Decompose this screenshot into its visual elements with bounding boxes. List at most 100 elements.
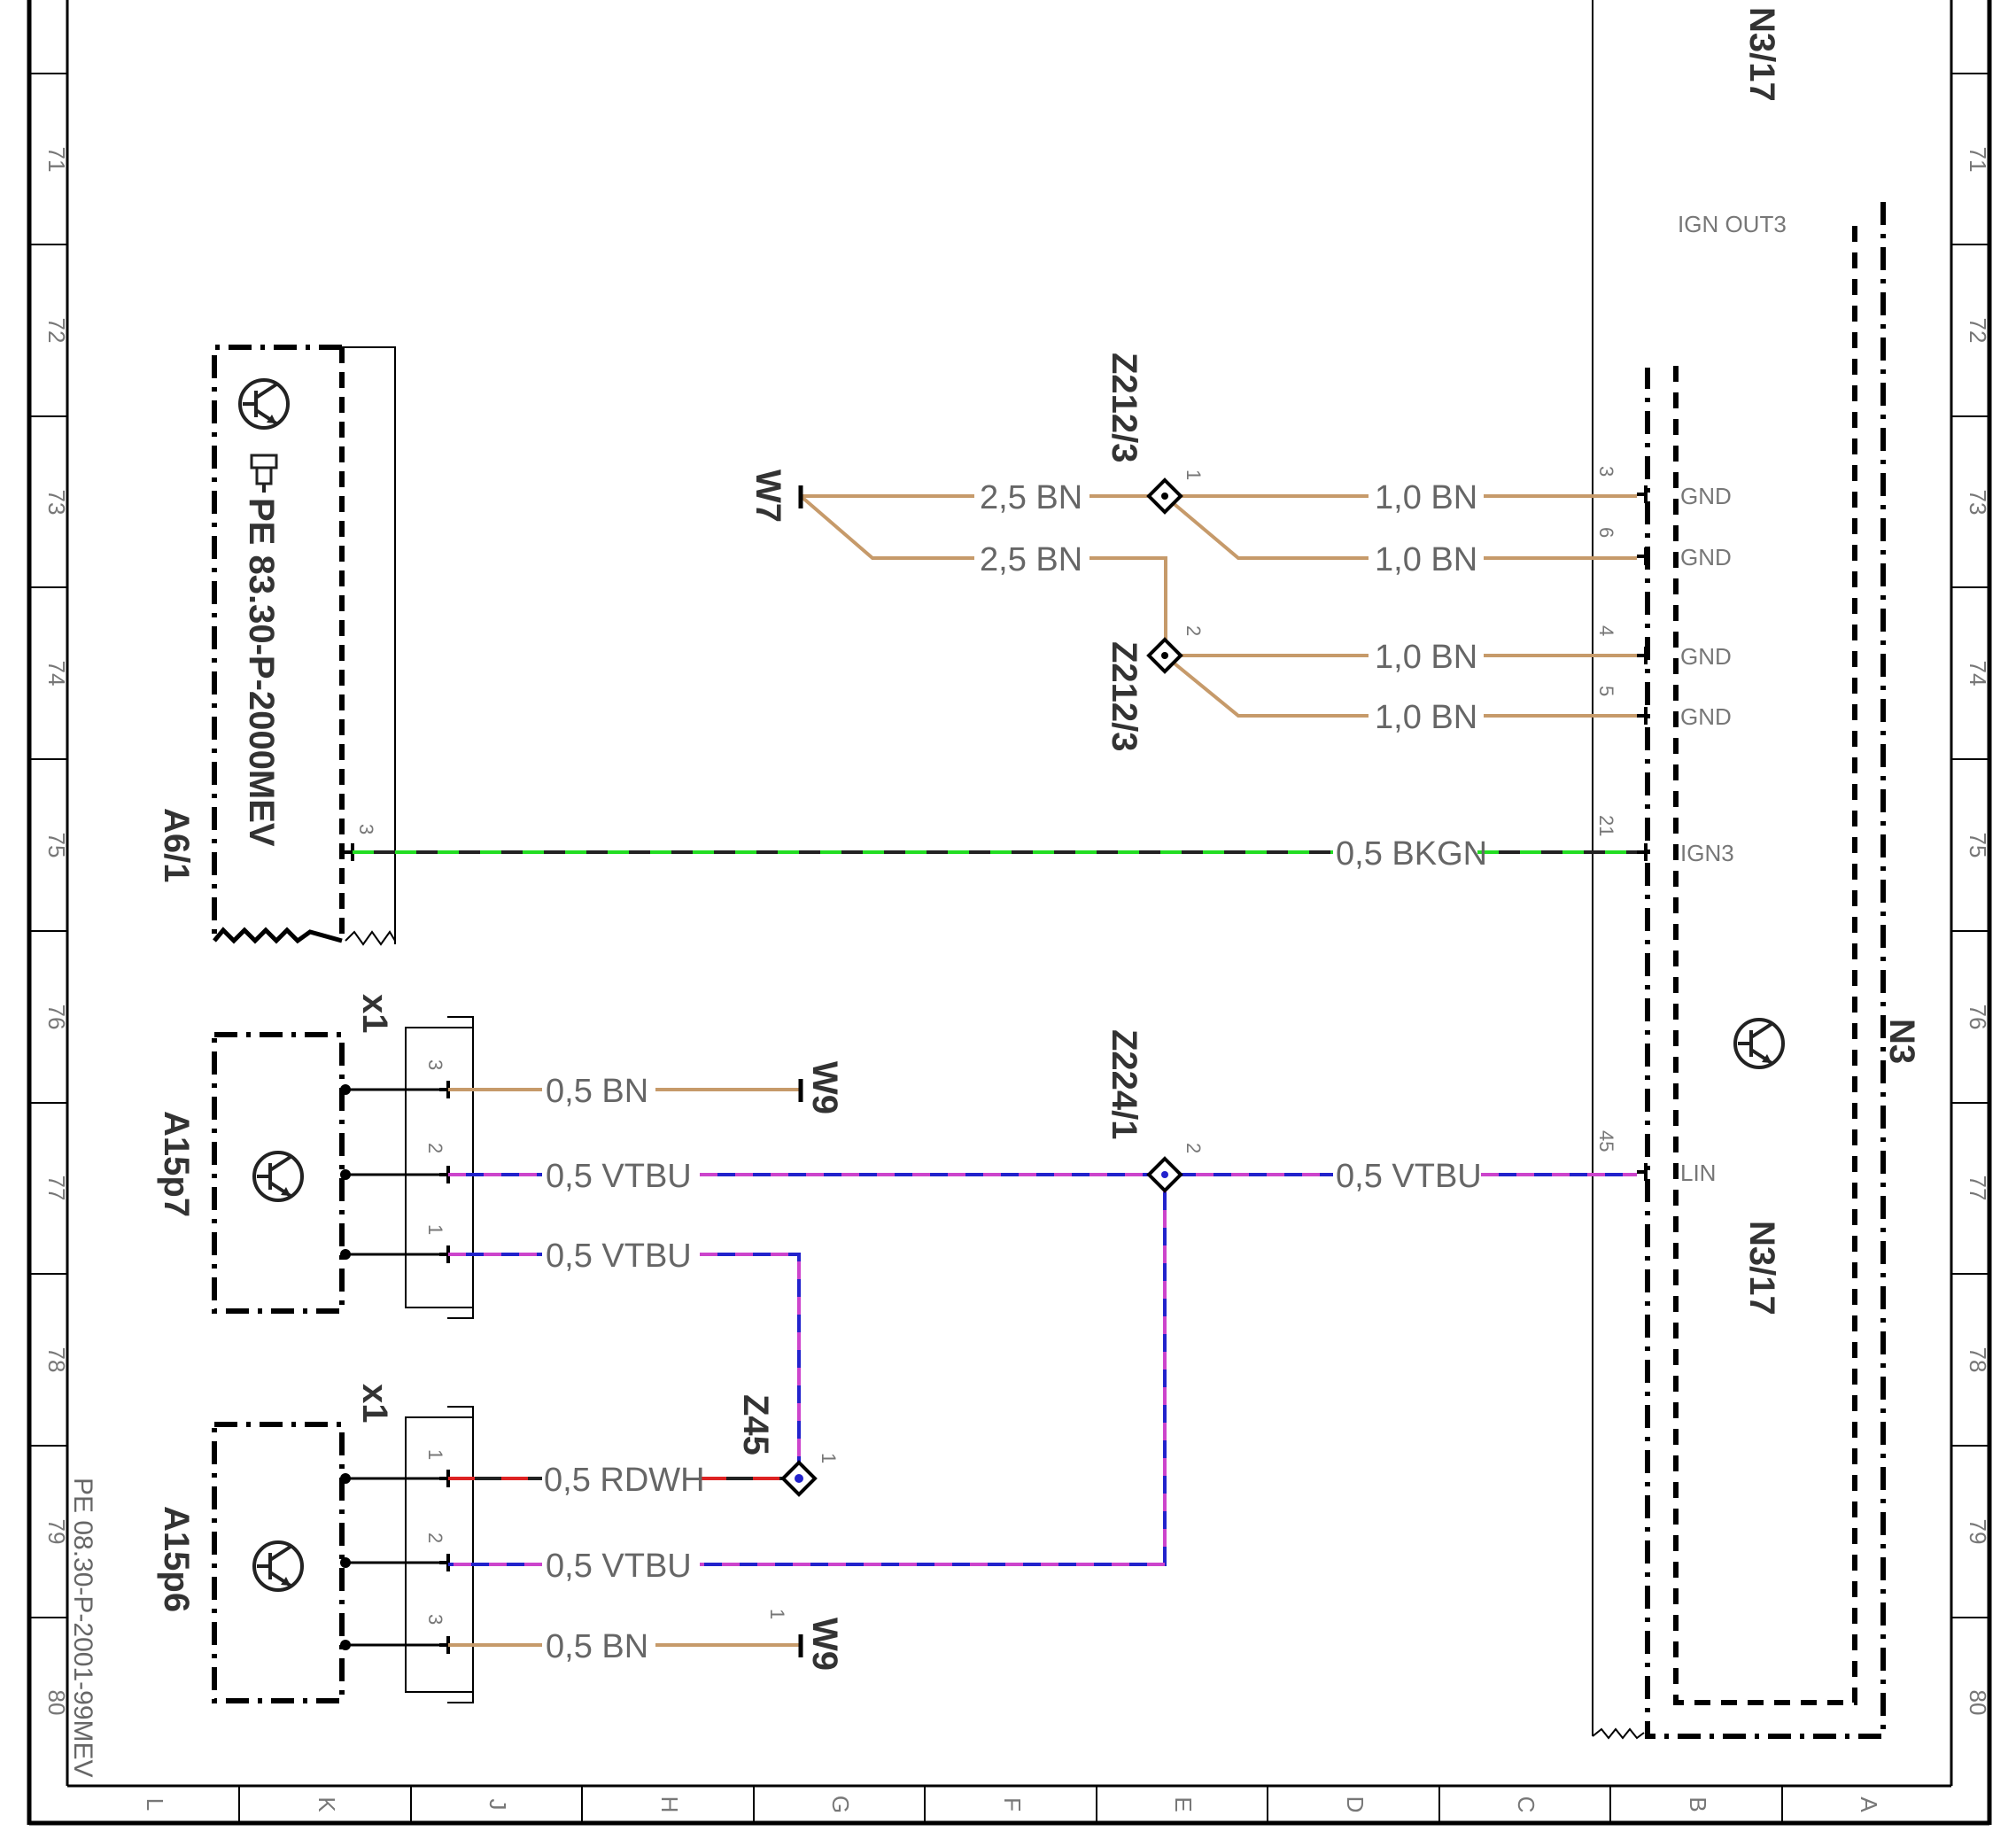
- connector-pin-number: 2: [424, 1532, 446, 1543]
- n3-label: N3: [1882, 1019, 1921, 1064]
- row-label: 73: [43, 490, 70, 516]
- splice-points: [780, 477, 1183, 1497]
- n3-17-pin: 3 GND: [1595, 466, 1732, 509]
- column-label: L: [142, 1798, 168, 1811]
- splice-z212-3-top: [1146, 477, 1183, 515]
- transistor-icon: [1733, 1018, 1785, 1069]
- svg-text:GND: GND: [1680, 544, 1732, 570]
- svg-text:GND: GND: [1680, 643, 1732, 670]
- row-label: 79: [43, 1519, 70, 1545]
- splice-pin-number: 1: [1182, 469, 1205, 480]
- connector-pin-number: 3: [424, 1059, 446, 1070]
- splice-pin-number: 2: [1182, 625, 1205, 636]
- svg-text:IGN3: IGN3: [1680, 840, 1734, 866]
- wire-label: 1,0 BN: [1375, 699, 1477, 736]
- wire-label: 2,5 BN: [980, 479, 1082, 516]
- ign-out3-label: IGN OUT3: [1678, 211, 1787, 237]
- row-label: 78: [43, 1347, 70, 1373]
- wire-label: 1,0 BN: [1375, 541, 1477, 578]
- a15p6-label: A15p6: [157, 1506, 196, 1612]
- wire-label: 0,5 VTBU: [1336, 1158, 1482, 1195]
- splice-z224-1: [1146, 1156, 1183, 1193]
- column-label: E: [1170, 1796, 1197, 1812]
- row-label: 76: [43, 1005, 70, 1030]
- connector-pin-number: 2: [424, 1143, 446, 1153]
- a15p7-label: A15p7: [157, 1111, 196, 1217]
- column-label: D: [1342, 1796, 1369, 1813]
- pointing-hand-icon: [250, 454, 278, 493]
- a6-1-reference: PE 83.30-P-2000MEV: [242, 498, 281, 847]
- row-label: 74: [1965, 661, 1991, 687]
- wire-label: 0,5 BN: [546, 1628, 648, 1665]
- n3-17-label: N3/17: [1742, 1221, 1781, 1315]
- svg-text:4: 4: [1595, 625, 1617, 636]
- z224-1-label: Z224/1: [1105, 1029, 1144, 1140]
- column-label: B: [1685, 1796, 1711, 1812]
- transistor-icon: [252, 1151, 304, 1202]
- row-label: 80: [43, 1690, 70, 1716]
- row-label: 79: [1965, 1519, 1991, 1545]
- row-label: 72: [1965, 318, 1991, 344]
- row-label: 71: [1965, 147, 1991, 173]
- row-label: 73: [1965, 490, 1991, 516]
- splice-z45: [780, 1460, 818, 1497]
- n3-17-pin: 45 LIN: [1595, 1130, 1716, 1186]
- svg-text:5: 5: [1595, 686, 1617, 696]
- a15p7-component: [212, 1016, 474, 1319]
- drawing-frame: [27, 0, 1992, 1826]
- transistor-icon: [238, 378, 290, 430]
- w7-label: W7: [748, 469, 787, 523]
- wire-label: 0,5 BKGN: [1336, 835, 1487, 873]
- wire-label: 1,0 BN: [1375, 479, 1477, 516]
- w9-pin-number: 1: [766, 1609, 788, 1619]
- wire-label: 1,0 BN: [1375, 639, 1477, 676]
- row-labels-right: 71 72 73 74 75 76 77 78 79 80: [1965, 147, 1991, 1716]
- a6-1-pin-number: 3: [355, 824, 377, 834]
- column-labels: L K J H G F E D C B A: [142, 1796, 1882, 1813]
- n3-17-pin: 6 GND: [1595, 527, 1732, 570]
- row-label: 74: [43, 661, 70, 687]
- w9-label: W9: [805, 1618, 844, 1671]
- row-label: 78: [1965, 1347, 1991, 1373]
- svg-text:GND: GND: [1680, 483, 1732, 509]
- splice-z212-3-bottom: [1146, 637, 1183, 674]
- connector-pin-number: 1: [424, 1449, 446, 1460]
- svg-text:6: 6: [1595, 527, 1617, 538]
- row-label: 76: [1965, 1005, 1991, 1030]
- svg-text:45: 45: [1595, 1130, 1617, 1152]
- column-label: A: [1856, 1796, 1882, 1812]
- wire-label: 0,5 VTBU: [546, 1548, 692, 1585]
- n3-17-pin: 5 GND: [1595, 686, 1732, 730]
- connector-pin-number: 1: [424, 1224, 446, 1235]
- column-label: J: [485, 1799, 511, 1811]
- x1-connector-label: x1: [355, 1384, 394, 1424]
- wire-label: 0,5 VTBU: [546, 1238, 692, 1275]
- a6-1-component: [212, 345, 396, 946]
- z212-3-label: Z212/3: [1105, 353, 1144, 463]
- row-label: 71: [43, 147, 70, 173]
- connector-pin-number: 3: [424, 1614, 446, 1625]
- svg-text:LIN: LIN: [1680, 1160, 1716, 1186]
- row-label: 75: [43, 833, 70, 858]
- wire-label: 2,5 BN: [980, 541, 1082, 578]
- column-label: K: [314, 1796, 340, 1812]
- wire-label: 0,5 VTBU: [546, 1158, 692, 1195]
- z212-3-label: Z212/3: [1105, 641, 1144, 752]
- column-label: G: [827, 1796, 854, 1813]
- n3-17-label-top: N3/17: [1742, 7, 1781, 102]
- row-label: 72: [43, 318, 70, 344]
- column-label: F: [999, 1797, 1026, 1812]
- svg-text:21: 21: [1595, 815, 1617, 836]
- n3-17-pins: 3 GND 6 GND 4 GND 5 GND 21 IGN3 45 LIN: [1595, 466, 1734, 1186]
- wire-labels: 2,5 BN 2,5 BN 1,0 BN 1,0 BN 1,0 BN 1,0 B…: [544, 479, 1487, 1665]
- n3-17-pin: 4 GND: [1595, 625, 1732, 670]
- wires: [353, 494, 1637, 1647]
- a6-1-label: A6/1: [157, 808, 196, 883]
- row-label: 77: [1965, 1176, 1991, 1201]
- row-labels-left: 71 72 73 74 75 76 77 78 79 80: [43, 147, 70, 1716]
- wire-label: 0,5 BN: [546, 1073, 648, 1110]
- document-reference: PE 08.30-P-2001-99MEV: [68, 1478, 97, 1778]
- row-label: 80: [1965, 1690, 1991, 1716]
- column-label: C: [1513, 1796, 1539, 1813]
